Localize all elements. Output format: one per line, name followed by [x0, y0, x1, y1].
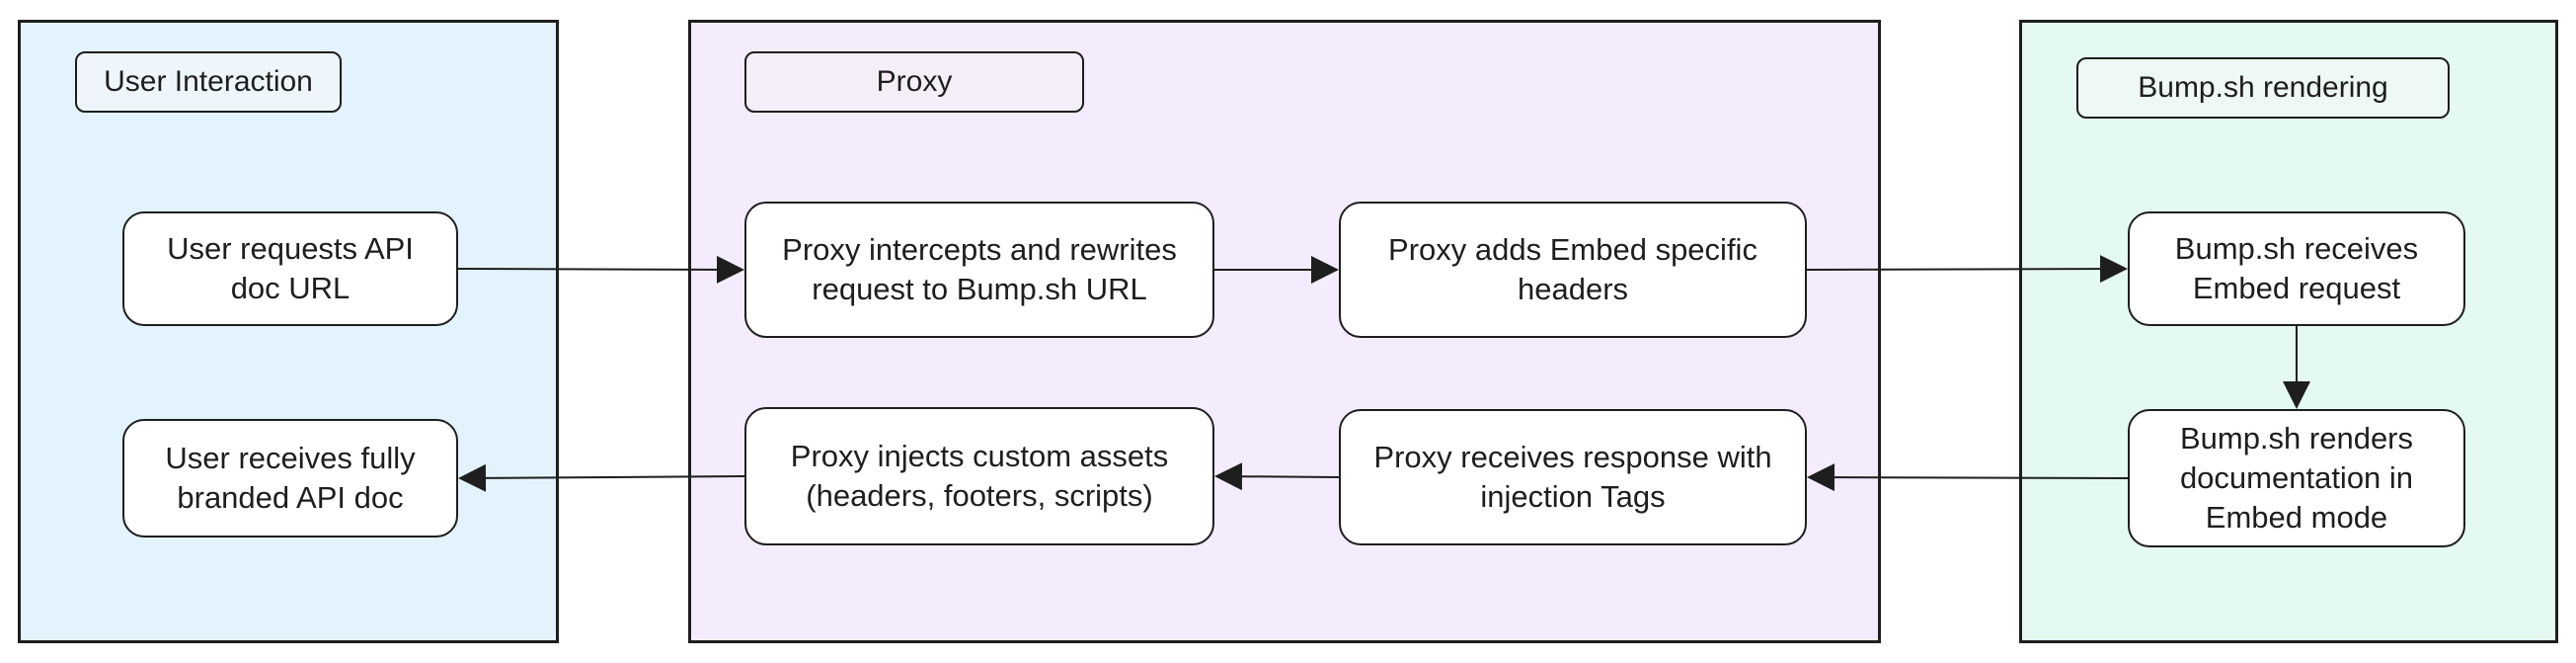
lane-title-user-interaction: User Interaction	[75, 51, 342, 113]
node-proxy-intercepts-rewrites: Proxy intercepts and rewrites request to…	[744, 202, 1214, 338]
node-user-requests-api-doc-url: User requests API doc URL	[122, 211, 458, 326]
node-user-receives-branded-doc: User receives fully branded API doc	[122, 419, 458, 538]
lane-user-interaction	[18, 20, 559, 643]
lane-title-bump-rendering: Bump.sh rendering	[2076, 57, 2450, 119]
lane-title-proxy: Proxy	[744, 51, 1084, 113]
node-proxy-injects-custom-assets: Proxy injects custom assets (headers, fo…	[744, 407, 1214, 545]
node-proxy-receives-response: Proxy receives response with injection T…	[1339, 409, 1807, 545]
node-proxy-adds-embed-headers: Proxy adds Embed specific headers	[1339, 202, 1807, 338]
node-bump-renders-documentation: Bump.sh renders documentation in Embed m…	[2128, 409, 2465, 547]
node-bump-receives-embed-request: Bump.sh receives Embed request	[2128, 211, 2465, 326]
